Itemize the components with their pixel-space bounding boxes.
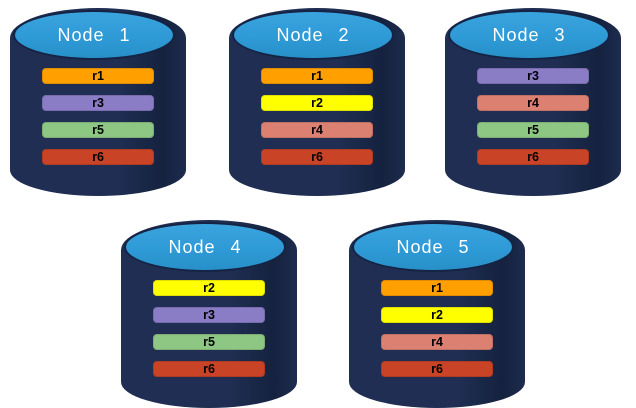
partition-bar: r6 [42,149,154,165]
partition-bar: r5 [42,122,154,138]
partition-bar: r6 [261,149,373,165]
cylinder-top: Node 5 [352,222,514,272]
partition-bar: r1 [381,280,493,296]
partition-bar: r3 [42,95,154,111]
partition-list: r2 r3 r5 r6 [121,280,297,377]
node-title: Node 2 [276,24,350,45]
partition-bar: r1 [42,68,154,84]
partition-list: r1 r3 r5 r6 [10,68,186,165]
partition-bar: r2 [153,280,265,296]
partition-bar: r4 [477,95,589,111]
partition-bar: r6 [381,361,493,377]
db-node-3: Node 3 r3 r4 r5 r6 [445,8,621,196]
node-title: Node 3 [492,24,566,45]
node-title: Node 1 [57,24,131,45]
partition-bar: r5 [477,122,589,138]
partition-list: r1 r2 r4 r6 [229,68,405,165]
partition-bar: r6 [153,361,265,377]
node-title: Node 5 [396,236,470,257]
partition-bar: r2 [381,307,493,323]
partition-bar: r3 [477,68,589,84]
partition-bar: r1 [261,68,373,84]
partition-bar: r4 [261,122,373,138]
node-title: Node 4 [168,236,242,257]
cylinder-top: Node 1 [13,10,175,60]
partition-bar: r3 [153,307,265,323]
partition-bar: r4 [381,334,493,350]
db-node-2: Node 2 r1 r2 r4 r6 [229,8,405,196]
cylinder-top: Node 3 [448,10,610,60]
db-node-5: Node 5 r1 r2 r4 r6 [349,220,525,408]
partition-bar: r6 [477,149,589,165]
db-node-1: Node 1 r1 r3 r5 r6 [10,8,186,196]
db-node-4: Node 4 r2 r3 r5 r6 [121,220,297,408]
partition-list: r3 r4 r5 r6 [445,68,621,165]
partition-bar: r5 [153,334,265,350]
cylinder-top: Node 4 [124,222,286,272]
partition-list: r1 r2 r4 r6 [349,280,525,377]
partition-bar: r2 [261,95,373,111]
cylinder-top: Node 2 [232,10,394,60]
